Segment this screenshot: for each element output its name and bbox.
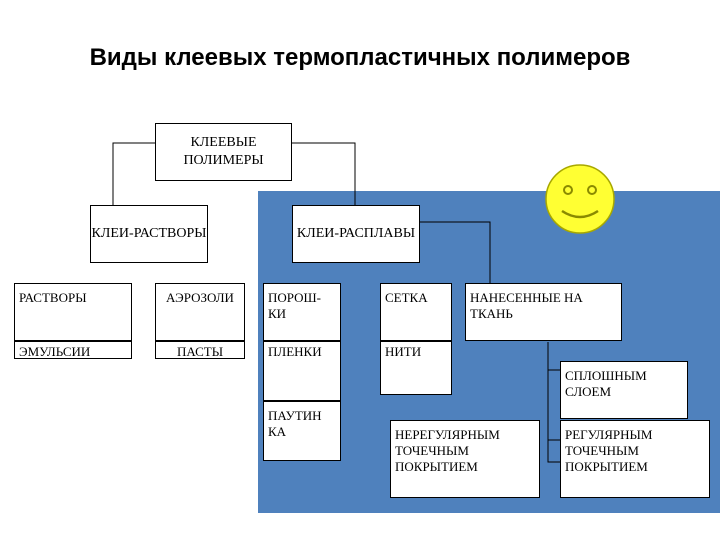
node-powders: ПОРОШ-КИ <box>263 283 341 341</box>
page-title: Виды клеевых термопластичных полимеров <box>89 44 631 71</box>
node-pastes-label: ПАСТЫ <box>176 344 224 359</box>
node-fabric: НАНЕСЕННЫЕ НА ТКАНЬ <box>465 283 622 341</box>
node-films-label: ПЛЕНКИ <box>268 344 322 359</box>
node-emulsions-label: ЭМУЛЬСИИ <box>19 344 91 359</box>
node-solutions-group-label: КЛЕИ-РАСТВОРЫ <box>91 226 207 241</box>
node-webs: ПАУТИН КА <box>263 401 341 461</box>
node-threads-label: НИТИ <box>385 344 422 359</box>
node-irregular-label: НЕРЕГУЛЯРНЫМ ТОЧЕЧНЫМ ПОКРЫТИЕМ <box>395 427 500 474</box>
node-pastes: ПАСТЫ <box>155 341 245 359</box>
node-solutions-label: РАСТВОРЫ <box>19 290 87 305</box>
node-aerosols-label: АЭРОЗОЛИ <box>166 290 234 305</box>
node-fabric-label: НАНЕСЕННЫЕ НА ТКАНЬ <box>470 290 583 321</box>
node-irregular: НЕРЕГУЛЯРНЫМ ТОЧЕЧНЫМ ПОКРЫТИЕМ <box>390 420 540 498</box>
node-solutions-group: КЛЕИ-РАСТВОРЫ <box>90 205 208 263</box>
node-threads: НИТИ <box>380 341 452 395</box>
node-solutions: РАСТВОРЫ <box>14 283 132 341</box>
node-continuous-label: СПЛОШНЫМ СЛОЕМ <box>565 368 647 399</box>
node-mesh-label: СЕТКА <box>385 290 428 305</box>
node-continuous: СПЛОШНЫМ СЛОЕМ <box>560 361 688 419</box>
node-mesh: СЕТКА <box>380 283 452 341</box>
node-melts-group-label: КЛЕИ-РАСПЛАВЫ <box>296 226 416 241</box>
smiley-icon <box>545 164 615 234</box>
node-root-label: КЛЕЕВЫЕ ПОЛИМЕРЫ <box>183 135 264 168</box>
node-aerosols: АЭРОЗОЛИ <box>155 283 245 341</box>
node-films: ПЛЕНКИ <box>263 341 341 401</box>
node-melts-group: КЛЕИ-РАСПЛАВЫ <box>292 205 420 263</box>
node-regular-label: РЕГУЛЯРНЫМ ТОЧЕЧНЫМ ПОКРЫТИЕМ <box>565 427 653 474</box>
node-root: КЛЕЕВЫЕ ПОЛИМЕРЫ <box>155 123 292 181</box>
node-regular: РЕГУЛЯРНЫМ ТОЧЕЧНЫМ ПОКРЫТИЕМ <box>560 420 710 498</box>
node-powders-label: ПОРОШ-КИ <box>268 290 321 321</box>
node-emulsions: ЭМУЛЬСИИ <box>14 341 132 359</box>
node-webs-label: ПАУТИН КА <box>268 408 322 439</box>
